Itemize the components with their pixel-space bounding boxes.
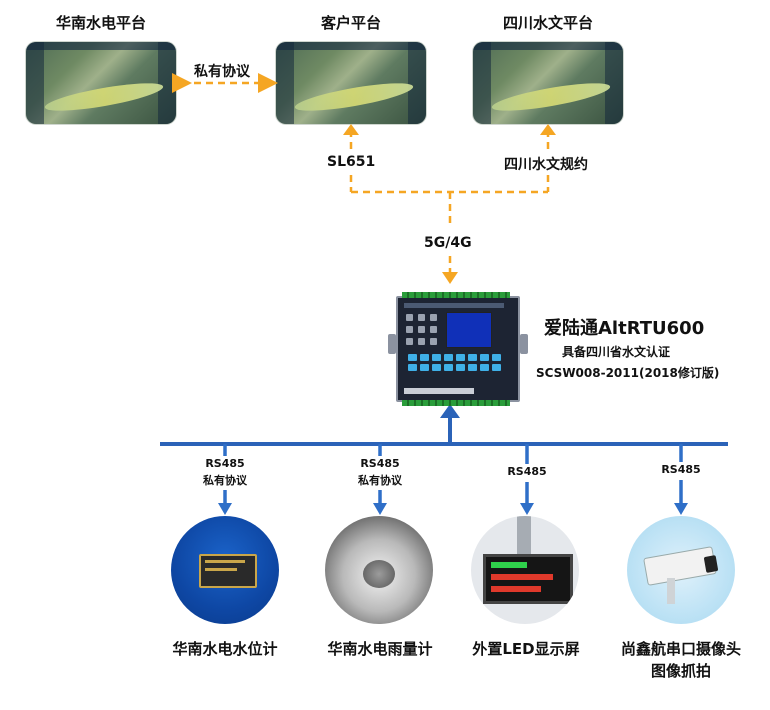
rtu-name: 爱陆通AltRTU600 xyxy=(544,318,705,339)
label-led-display: 外置LED显示屏 xyxy=(472,640,580,658)
platform-image-sichuan xyxy=(473,42,623,124)
rtu-screen xyxy=(446,312,492,348)
platform-title-sichuan: 四川水文平台 xyxy=(502,14,593,32)
rtu-standard: SCSW008-2011(2018修订版) xyxy=(536,366,720,380)
arrow-down-2-icon xyxy=(373,503,387,515)
rtu-cert: 具备四川省水文认证 xyxy=(562,345,671,359)
rtu-device xyxy=(388,292,528,406)
camera-image xyxy=(627,516,735,624)
rs485-label-1: RS485 私有协议 xyxy=(203,457,247,487)
arrow-to-customer-icon xyxy=(343,124,359,135)
label-camera-line2: 图像抓拍 xyxy=(650,662,711,680)
rs485-label-3: RS485 xyxy=(507,465,547,478)
platform-title-huanan: 华南水电平台 xyxy=(55,14,146,32)
rs485-label-4: RS485 xyxy=(661,463,701,476)
network-links xyxy=(349,130,550,274)
led-display-image xyxy=(471,516,579,624)
arrow-down-3-icon xyxy=(520,503,534,515)
label-water-level-meter: 华南水电水位计 xyxy=(172,640,278,658)
bus-drops xyxy=(223,444,683,504)
arrow-down-1-icon xyxy=(218,503,232,515)
platform-image-customer xyxy=(276,42,426,124)
arrow-to-sichuan-icon xyxy=(540,124,556,135)
label-rain-gauge: 华南水电雨量计 xyxy=(327,640,433,658)
rain-gauge-image xyxy=(325,516,433,624)
water-level-meter-image xyxy=(171,516,279,624)
rs485-bus xyxy=(160,414,728,446)
arrow-bus-to-rtu-icon xyxy=(440,404,460,418)
platform-image-huanan xyxy=(26,42,176,124)
label-network: 5G/4G xyxy=(424,235,472,251)
label-camera: 尚鑫航串口摄像头 xyxy=(620,640,741,658)
platform-title-customer: 客户平台 xyxy=(320,14,381,32)
label-private-protocol: 私有协议 xyxy=(194,64,250,80)
label-sichuan-protocol: 四川水文规约 xyxy=(504,157,588,173)
label-sl651: SL651 xyxy=(327,154,376,170)
arrow-to-rtu-icon xyxy=(442,272,458,284)
rs485-label-2: RS485 私有协议 xyxy=(358,457,402,487)
arrow-down-4-icon xyxy=(674,503,688,515)
